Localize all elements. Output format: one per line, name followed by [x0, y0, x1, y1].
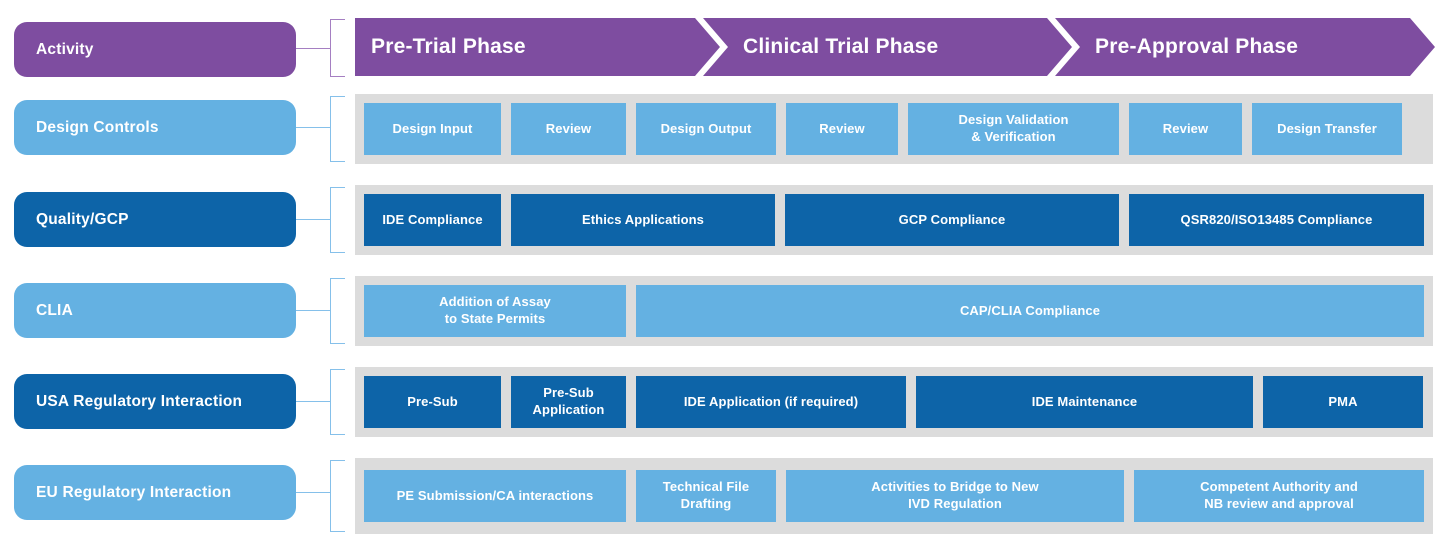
- connector-stem: [296, 310, 330, 311]
- connector-bracket: [330, 369, 345, 435]
- box-text: Technical File Drafting: [662, 479, 750, 511]
- row-label-quality-gcp: Quality/GCP: [14, 192, 296, 247]
- box-review-1: Review: [511, 103, 626, 155]
- box-text: Pre-Sub Application: [532, 385, 605, 417]
- box-text: PMA: [1328, 393, 1358, 409]
- row-label-text: Design Controls: [36, 118, 159, 136]
- box-text: QSR820/ISO13485 Compliance: [1180, 211, 1373, 227]
- row-label-text: CLIA: [36, 301, 73, 319]
- connector-stem: [296, 48, 330, 49]
- connector-stem: [296, 401, 330, 402]
- box-text: Design Validation & Verification: [958, 112, 1069, 144]
- box-pre-sub: Pre-Sub: [364, 376, 501, 428]
- row-strip-clia: Addition of Assay to State Permits CAP/C…: [355, 276, 1433, 346]
- box-text: Addition of Assay to State Permits: [439, 294, 551, 326]
- box-text: PE Submission/CA interactions: [396, 487, 594, 503]
- box-competent-authority-nb-review-approval: Competent Authority and NB review and ap…: [1134, 470, 1424, 522]
- row-label-eu-regulatory-interaction: EU Regulatory Interaction: [14, 465, 296, 520]
- box-review-2: Review: [786, 103, 898, 155]
- box-text: IDE Compliance: [382, 211, 483, 227]
- connector-stem: [296, 219, 330, 220]
- box-text: Pre-Sub: [407, 393, 458, 409]
- box-pe-submission-ca-interactions: PE Submission/CA interactions: [364, 470, 626, 522]
- row-label-text: Quality/GCP: [36, 210, 129, 228]
- box-cap-clia-compliance: CAP/CLIA Compliance: [636, 285, 1424, 337]
- box-text: Design Input: [392, 120, 473, 136]
- row-strip-design-controls: Design Input Review Design Output Review…: [355, 94, 1433, 164]
- box-text: Review: [1162, 120, 1209, 136]
- row-label-clia: CLIA: [14, 283, 296, 338]
- box-ethics-applications: Ethics Applications: [511, 194, 775, 246]
- connector-bracket: [330, 278, 345, 344]
- box-text: CAP/CLIA Compliance: [959, 302, 1101, 318]
- phase-label: Pre-Approval Phase: [1095, 35, 1299, 58]
- box-activities-to-bridge-to-new-ivd-regulation: Activities to Bridge to New IVD Regulati…: [786, 470, 1124, 522]
- row-label-activity: Activity: [14, 22, 296, 77]
- box-text: GCP Compliance: [898, 211, 1006, 227]
- box-text: Ethics Applications: [581, 211, 705, 227]
- connector-stem: [296, 492, 330, 493]
- box-qsr820-iso13485-compliance: QSR820/ISO13485 Compliance: [1129, 194, 1424, 246]
- connector-stem: [296, 127, 330, 128]
- box-pma: PMA: [1263, 376, 1423, 428]
- row-label-design-controls: Design Controls: [14, 100, 296, 155]
- row-label-text: USA Regulatory Interaction: [36, 392, 243, 410]
- box-design-validation-verification: Design Validation & Verification: [908, 103, 1119, 155]
- connector-bracket: [330, 19, 345, 77]
- phase-label: Clinical Trial Phase: [743, 35, 939, 58]
- box-ide-application-if-required: IDE Application (if required): [636, 376, 906, 428]
- row-label-text: EU Regulatory Interaction: [36, 483, 232, 501]
- box-design-output: Design Output: [636, 103, 776, 155]
- phase-label: Pre-Trial Phase: [371, 35, 526, 58]
- box-design-transfer: Design Transfer: [1252, 103, 1402, 155]
- box-text: Review: [819, 120, 865, 136]
- row-label-usa-regulatory-interaction: USA Regulatory Interaction: [14, 374, 296, 429]
- connector-bracket: [330, 460, 345, 532]
- box-text: Design Output: [660, 120, 752, 136]
- row-strip-usa-regulatory: Pre-Sub Pre-Sub Application IDE Applicat…: [355, 367, 1433, 437]
- box-addition-of-assay-to-state-permits: Addition of Assay to State Permits: [364, 285, 626, 337]
- phase-arrow-clinical-trial: Clinical Trial Phase: [703, 18, 1072, 76]
- box-review-3: Review: [1129, 103, 1242, 155]
- connector-bracket: [330, 96, 345, 162]
- box-text: Competent Authority and NB review and ap…: [1200, 479, 1358, 511]
- row-strip-quality-gcp: IDE Compliance Ethics Applications GCP C…: [355, 185, 1433, 255]
- box-ide-maintenance: IDE Maintenance: [916, 376, 1253, 428]
- box-ide-compliance: IDE Compliance: [364, 194, 501, 246]
- box-text: Design Transfer: [1277, 120, 1377, 136]
- row-strip-eu-regulatory: PE Submission/CA interactions Technical …: [355, 458, 1433, 534]
- box-text: IDE Maintenance: [1031, 393, 1138, 409]
- row-label-text: Activity: [36, 40, 94, 58]
- box-text: Activities to Bridge to New IVD Regulati…: [871, 479, 1039, 511]
- phase-arrow-pre-approval: Pre-Approval Phase: [1055, 18, 1435, 76]
- box-gcp-compliance: GCP Compliance: [785, 194, 1119, 246]
- box-pre-sub-application: Pre-Sub Application: [511, 376, 626, 428]
- box-text: Review: [545, 120, 592, 136]
- box-text: IDE Application (if required): [683, 393, 859, 409]
- box-design-input: Design Input: [364, 103, 501, 155]
- phase-arrow-pre-trial: Pre-Trial Phase: [355, 18, 720, 76]
- box-technical-file-drafting: Technical File Drafting: [636, 470, 776, 522]
- connector-bracket: [330, 187, 345, 253]
